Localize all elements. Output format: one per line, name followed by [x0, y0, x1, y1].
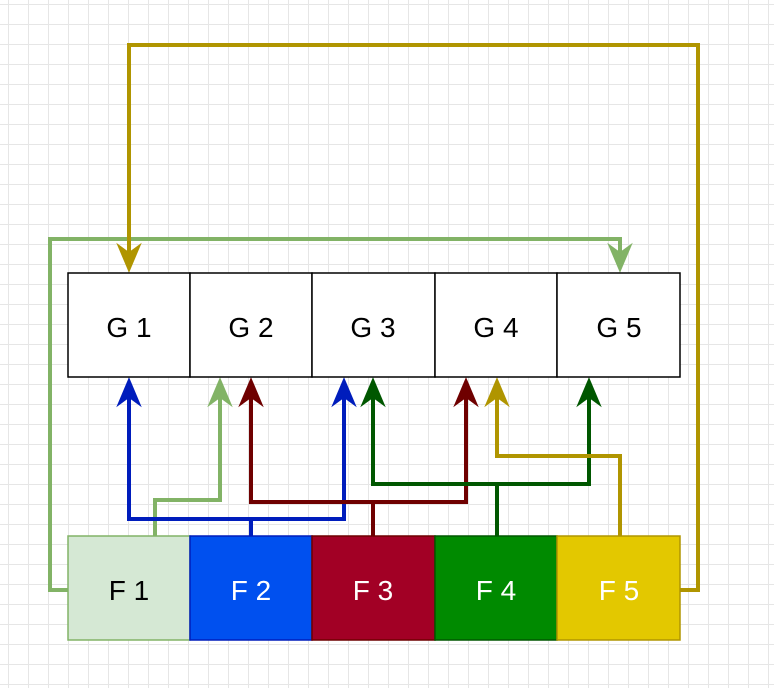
g-box-5-label: G 5 — [596, 312, 641, 343]
arrowhead-icon — [207, 377, 233, 408]
g-box-2-label: G 2 — [228, 312, 273, 343]
arrowhead-icon — [576, 377, 602, 408]
g-box-3[interactable]: G 3 — [311, 272, 436, 378]
g-box-1[interactable]: G 1 — [67, 272, 191, 378]
connector-f5[interactable] — [116, 43, 700, 592]
arrowhead-icon — [116, 377, 142, 408]
f-box-4-label: F 4 — [476, 575, 516, 606]
f-box-5-label: F 5 — [599, 575, 639, 606]
f-box-1-label: F 1 — [109, 575, 149, 606]
arrowhead-icon — [484, 377, 510, 408]
g-box-4-label: G 4 — [473, 312, 518, 343]
g-box-3-label: G 3 — [350, 312, 395, 343]
f-box-1[interactable]: F 1 — [67, 535, 191, 641]
g-box-5[interactable]: G 5 — [556, 272, 681, 378]
arrowhead-icon — [360, 377, 386, 408]
f-box-2[interactable]: F 2 — [189, 535, 313, 641]
f-box-4[interactable]: F 4 — [434, 535, 558, 641]
f-box-5[interactable]: F 5 — [556, 535, 681, 641]
g-box-2[interactable]: G 2 — [189, 272, 313, 378]
f-box-3[interactable]: F 3 — [311, 535, 436, 641]
arrowhead-icon — [607, 242, 633, 273]
arrowhead-icon — [116, 242, 142, 273]
connector-f2[interactable] — [116, 377, 357, 536]
g-box-4[interactable]: G 4 — [434, 272, 558, 378]
arrowhead-icon — [453, 377, 479, 408]
connector-f3[interactable] — [238, 377, 479, 536]
arrowhead-icon — [331, 377, 357, 408]
connector-f4[interactable] — [360, 377, 602, 536]
g-box-1-label: G 1 — [106, 312, 151, 343]
f-box-3-label: F 3 — [353, 575, 393, 606]
arrowhead-icon — [238, 377, 264, 408]
f-box-2-label: F 2 — [231, 575, 271, 606]
